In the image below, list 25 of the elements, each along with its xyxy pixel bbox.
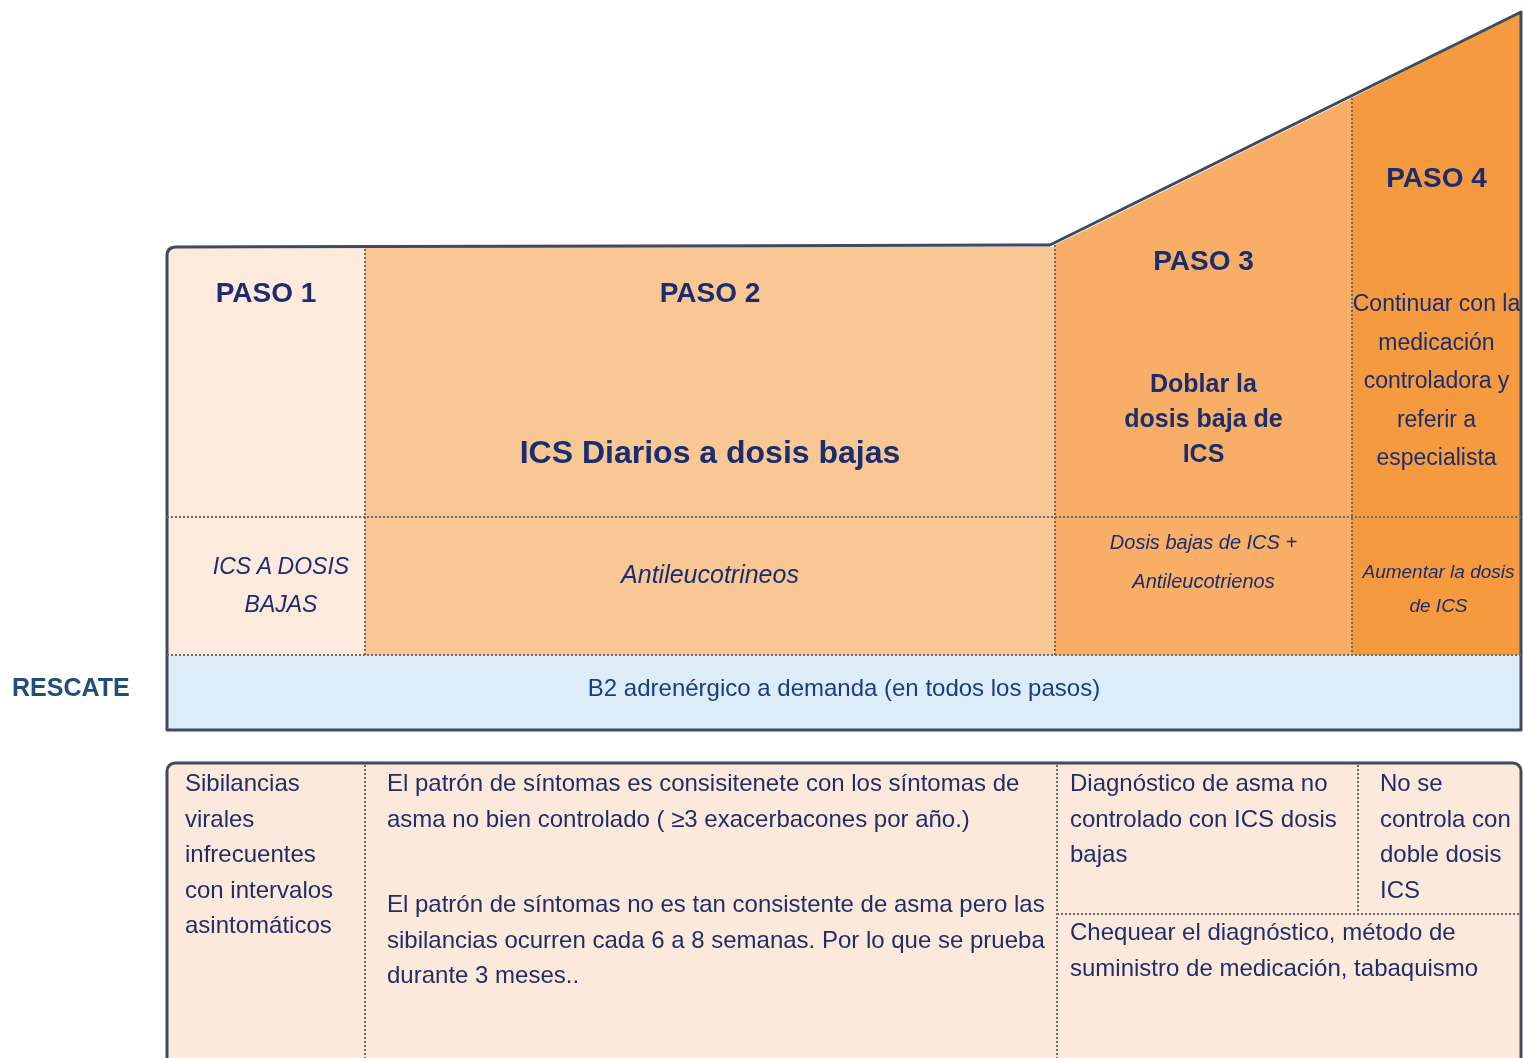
description-text: Chequear el diagnóstico, método de suministro de medicación, tabaquismo — [1070, 917, 1480, 983]
description-text: Antileucotrineos — [619, 559, 800, 590]
description-text: No se controla con doble dosis ICS — [1380, 768, 1512, 905]
step-heading: PASO 3 — [1152, 244, 1255, 278]
step-panel — [365, 247, 1055, 517]
description-text: Dosis bajas de ICS + Antileucotrienos — [1108, 530, 1299, 594]
step-panel — [1352, 517, 1521, 655]
step-heading: PASO 1 — [214, 276, 318, 310]
step-heading: PASO 4 — [1385, 161, 1488, 195]
step-panel — [167, 517, 365, 655]
step-panel — [167, 247, 365, 517]
description-text: Aumentar la dosis de ICS — [1361, 560, 1516, 618]
treatment-text: ICS Diarios a dosis bajas — [518, 433, 902, 472]
description-text: El patrón de síntomas es consisitenete con los síntomas de asma no bien controlado ( ≥3 exacerbacones por año.) — [387, 768, 1021, 834]
description-text: B2 adrenérgico a demanda (en todos los pasos) — [586, 673, 1102, 703]
treatment-text: Doblar la dosis baja de ICS — [1123, 368, 1284, 469]
description-text: ICS A DOSIS BAJAS — [211, 552, 351, 619]
step-heading: PASO 2 — [658, 276, 762, 310]
description-text: Sibilancias virales infrecuentes con intervalos asintomáticos — [185, 768, 335, 940]
description-text: Diagnóstico de asma no controlado con ICS dosis bajas — [1070, 768, 1338, 869]
step-panel — [1055, 517, 1352, 655]
row-label: RESCATE — [12, 673, 131, 702]
description-text: Continuar con la medicación controladora y referir a especialista — [1352, 289, 1521, 472]
description-text: El patrón de síntomas no es tan consistente de asma pero las sibilancias ocurren cada 6 a 8 semanas. Por lo que se prueba durante 3 meses.. — [387, 889, 1046, 990]
step-panel — [365, 517, 1055, 655]
